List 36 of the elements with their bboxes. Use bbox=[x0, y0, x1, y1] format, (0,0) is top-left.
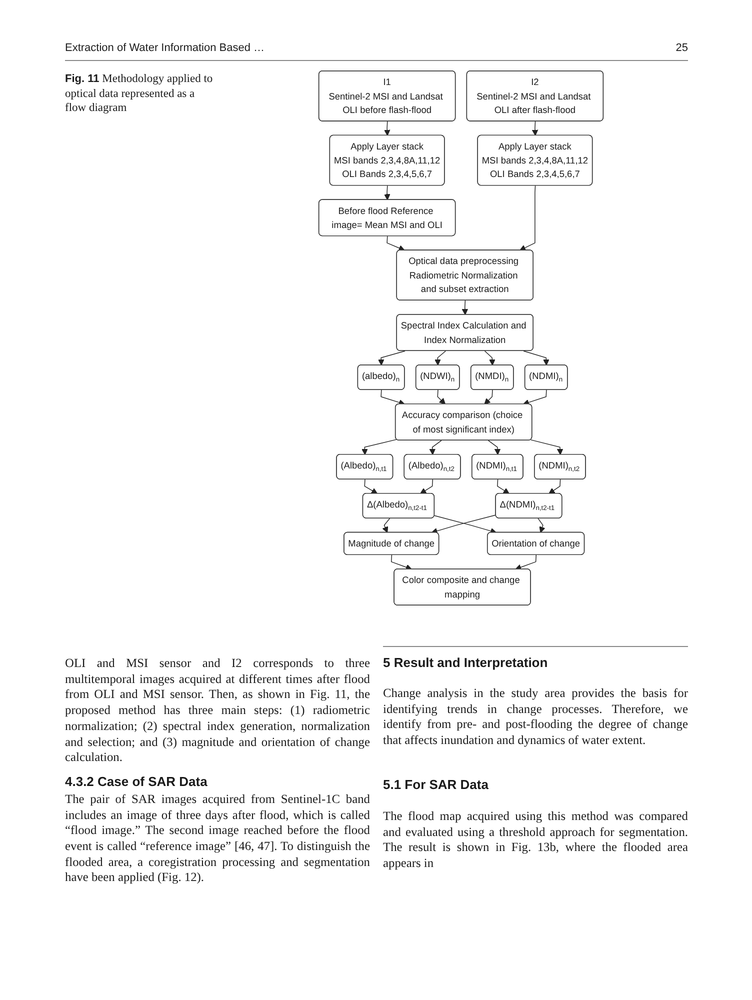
body-paragraph: The flood map acquired using this method was compared and evaluated using a threshold approach for segmentation. The result is shown in Fig. 13b, where the flooded area appears in bbox=[383, 808, 688, 872]
arrow bbox=[484, 350, 496, 366]
arrow bbox=[522, 390, 547, 406]
arrow bbox=[384, 120, 390, 136]
body-paragraph: Change analysis in the study area provides the basis for identifying trends in change processes. Therefore, we identify from pre- and post-flooding the degree of change that affects inundation and dynamics of water extent. bbox=[383, 686, 688, 749]
arrow bbox=[429, 440, 442, 455]
arrow bbox=[530, 439, 564, 455]
arrow bbox=[437, 390, 446, 404]
arrow bbox=[364, 479, 378, 494]
arrow bbox=[380, 390, 405, 406]
body-paragraph: OLI and MSI sensor and I2 corresponds to three multitemporal images acquired at different times after flood from OLI and MSI sensor. Then, as shown in Fig. 11, the proposed method has three main steps: (1) radiometric normalization; (2) spectral index generation, normalization and selection; and (3) magnitude and orientation of change calculation. bbox=[65, 656, 370, 766]
arrow bbox=[488, 440, 501, 455]
arrow bbox=[462, 300, 468, 315]
arrow bbox=[378, 350, 406, 366]
figure-caption: Fig. 11 Methodology applied to optical data represented as a flow diagram bbox=[65, 72, 213, 116]
arrow bbox=[515, 554, 536, 570]
body-paragraph: The pair of SAR images acquired from Sentinel-1C band includes an image of three days after flood, which is called “flood image.” The second image reached before the flood event is called “reference image” [46, 47]. To distinguish the flooded area, a coregistration processing and segmentation have been applied (Fig. 12). bbox=[65, 792, 370, 886]
arrow bbox=[382, 518, 390, 533]
arrow bbox=[384, 185, 390, 200]
arrow bbox=[548, 479, 561, 494]
section-heading: 4.3.2 Case of SAR Data bbox=[65, 774, 208, 790]
section-heading: 5 Result and Interpretation bbox=[383, 655, 548, 671]
arrow bbox=[420, 479, 434, 494]
page-number: 25 bbox=[676, 42, 688, 54]
running-header: Extraction of Water Information Based … bbox=[65, 42, 265, 54]
arrow bbox=[390, 554, 412, 570]
arrow bbox=[532, 120, 538, 136]
section-heading: 5.1 For SAR Data bbox=[383, 776, 488, 793]
arrow bbox=[434, 350, 446, 366]
arrow bbox=[538, 518, 546, 533]
arrow bbox=[386, 236, 405, 252]
arrow bbox=[484, 390, 493, 404]
arrow bbox=[523, 350, 550, 366]
arrow bbox=[497, 479, 510, 494]
arrow bbox=[362, 439, 398, 455]
arrow bbox=[520, 185, 536, 251]
